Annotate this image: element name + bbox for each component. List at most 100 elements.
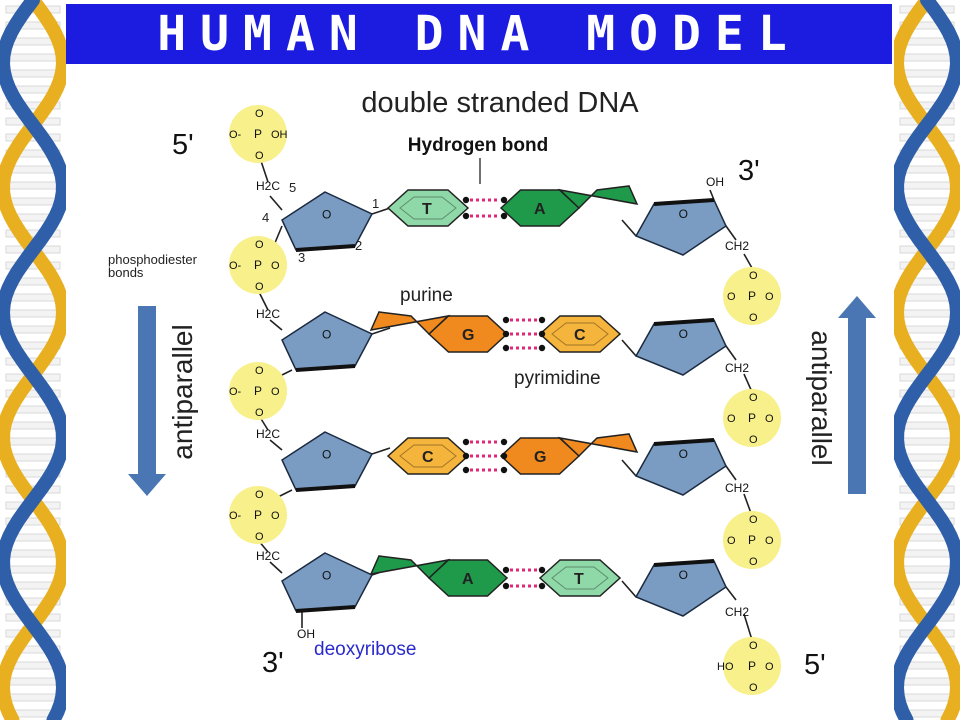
helix-rung: [5, 229, 61, 238]
oxygen-atom: O: [765, 413, 774, 425]
h2c-label: H2C: [256, 549, 280, 563]
phosphorus-atom: P: [748, 289, 756, 303]
backbone-bond: [725, 345, 737, 361]
phosphorus-atom: P: [254, 258, 262, 272]
left-helix-border: [0, 0, 66, 720]
phosphate-circle: [723, 267, 781, 325]
ring-oxygen: O: [322, 447, 331, 461]
base-letter: C: [422, 449, 434, 466]
bond-atom: [500, 196, 508, 204]
helix-strands: [0, 0, 66, 720]
pyrimidine-ring: [538, 559, 622, 597]
bond-atom: [500, 466, 508, 474]
h2c-label: H2C: [256, 427, 280, 441]
ring-oxygen: O: [679, 327, 688, 341]
bond-atom: [500, 452, 508, 460]
backbone-bond: [269, 195, 283, 211]
base-left-A: A: [369, 555, 509, 597]
helix-rung: [899, 101, 955, 110]
purine-five-ring: [557, 433, 639, 458]
sugar-left-1: O: [281, 191, 374, 252]
helix-rung: [5, 597, 61, 606]
bond-atom: [538, 582, 546, 590]
carbon-1-label: 1: [372, 196, 379, 211]
backbone-bond: [743, 253, 753, 269]
helix-strands: [894, 0, 960, 720]
backbone-bond: [621, 580, 637, 598]
bonds-label: bonds: [108, 265, 144, 280]
pyrimidine-inner-face: [551, 566, 609, 590]
bond-atom: [500, 438, 508, 446]
helix-rung: [5, 101, 61, 110]
phosphate-circle: [229, 105, 287, 163]
phosphorus-atom: P: [748, 411, 756, 425]
oxygen-atom: O: [749, 434, 758, 446]
antiparallel-arrow-down: [128, 306, 166, 496]
ch2-label: CH2: [725, 239, 749, 253]
base-left-C: C: [386, 437, 470, 475]
phosphate-circle: [723, 511, 781, 569]
backbone-bond: [743, 373, 753, 393]
purine-five-ring: [557, 185, 639, 210]
bond-atom: [462, 438, 470, 446]
bond-atom: [502, 344, 510, 352]
backbone-bond: [371, 327, 391, 335]
backbone-bond: [269, 439, 283, 451]
backbone-bond: [621, 219, 637, 237]
base-letter: A: [534, 201, 546, 218]
phosphorus-atom: P: [254, 508, 262, 522]
backbone-bond: [621, 339, 637, 357]
base-letter: A: [462, 571, 474, 588]
oxygen-atom: O: [749, 556, 758, 568]
prime-5-bottom: 5': [804, 649, 826, 681]
sugar-bold-edge: [295, 364, 356, 372]
phosphorus-atom: P: [748, 533, 756, 547]
backbone-bond: [621, 459, 637, 477]
oxygen-atom: O: [271, 510, 280, 522]
oxygen-atom: O: [255, 281, 264, 293]
backbone-bond: [725, 586, 737, 601]
oxygen-atom: O: [727, 291, 736, 303]
bond-atom: [538, 316, 546, 324]
carbon-2-label: 2: [355, 238, 362, 253]
carbon-4-label: 4: [262, 210, 269, 225]
oxygen-atom: O: [255, 407, 264, 419]
prime-3-bottom: 3': [262, 647, 284, 679]
oxygen-atom: O: [271, 260, 280, 272]
ring-oxygen: O: [679, 207, 688, 221]
hydroxyl-atom: OH: [271, 129, 288, 141]
sugar-right-4: O: [634, 559, 727, 617]
ch2-label: CH2: [725, 605, 749, 619]
ring-oxygen: O: [322, 207, 331, 221]
base-letter: G: [462, 327, 474, 344]
oxygen-atom: O: [255, 150, 264, 162]
ring-oxygen: O: [679, 568, 688, 582]
oxygen-atom: O: [765, 661, 774, 673]
base-left-T: T: [386, 189, 470, 227]
pyrimidine-ring: [386, 189, 470, 227]
sugar-bold-edge: [653, 438, 715, 446]
backbone-bond: [743, 613, 753, 641]
ch2-label: CH2: [725, 481, 749, 495]
phosphorus-atom: P: [254, 127, 262, 141]
antiparallel-left-label: antiparallel: [167, 324, 198, 459]
bond-atom: [502, 566, 510, 574]
oxygen-atom: O: [749, 270, 758, 282]
right-helix-border: [894, 0, 960, 720]
prime-3-top: 3': [738, 155, 760, 187]
sugar-left-2: O: [281, 311, 374, 372]
phosphate-circle: [723, 389, 781, 447]
bond-atom: [462, 212, 470, 220]
oxygen-atom: O: [255, 489, 264, 501]
oxygen-atom: O: [749, 312, 758, 324]
oxygen-atom: O: [255, 531, 264, 543]
backbone-bond: [269, 319, 283, 331]
phosphorus-atom: P: [254, 384, 262, 398]
oh-top-label: OH: [706, 175, 724, 189]
